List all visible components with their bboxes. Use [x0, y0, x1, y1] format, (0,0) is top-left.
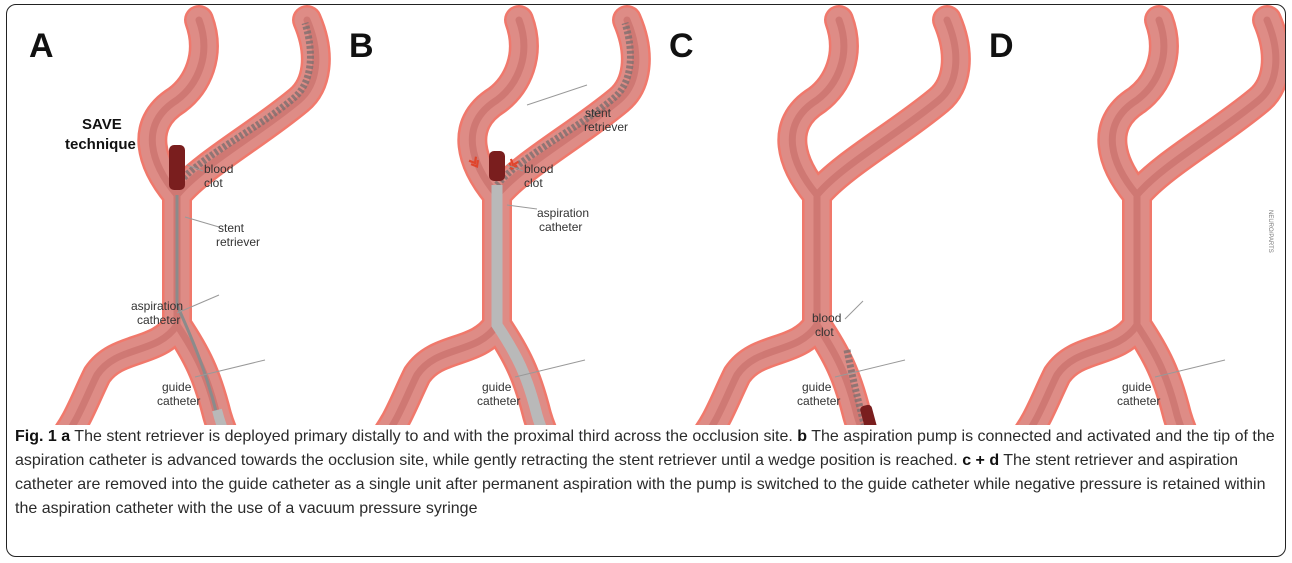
label-a-stent: stent	[218, 221, 245, 235]
caption-cd-label: c + d	[962, 452, 999, 469]
label-a-guide-catheter: catheter	[157, 394, 200, 408]
label-a-clot: clot	[204, 176, 223, 190]
label-c-guide-catheter: catheter	[797, 394, 840, 408]
panel-a: A SAVE technique blood clot	[7, 20, 316, 425]
panel-b-vessels	[301, 20, 636, 425]
label-b-aspiration: aspiration	[537, 206, 589, 220]
technique-label-1: SAVE	[82, 116, 122, 133]
caption-fig-label: Fig. 1	[15, 428, 57, 445]
label-c-clot: clot	[815, 325, 834, 339]
label-b-retriever: retriever	[584, 120, 628, 134]
label-b-guide: guide	[482, 380, 512, 394]
panel-d-letter: D	[989, 27, 1014, 65]
label-a-aspiration: aspiration	[131, 299, 183, 313]
label-a-blood: blood	[204, 162, 233, 176]
figure-frame: A SAVE technique blood clot	[6, 4, 1286, 557]
caption-b-label: b	[797, 428, 807, 445]
label-b-catheter: catheter	[539, 220, 582, 234]
label-a-guide: guide	[162, 380, 192, 394]
panel-c-vessels	[621, 20, 956, 425]
panel-d-vessels	[941, 20, 1276, 425]
figure-illustration: A SAVE technique blood clot	[7, 5, 1286, 425]
panel-d: D guide catheter	[941, 20, 1276, 425]
blood-clot-shape	[169, 145, 185, 190]
caption-a-text: The stent retriever is deployed primary …	[70, 428, 797, 445]
label-b-blood: blood	[524, 162, 553, 176]
label-b-guide-catheter: catheter	[477, 394, 520, 408]
label-a-catheter: catheter	[137, 313, 180, 327]
figure-caption: Fig. 1 a The stent retriever is deployed…	[15, 425, 1277, 521]
label-b-stent: stent	[585, 106, 612, 120]
panel-b: B stent retriever blood clot	[301, 20, 636, 425]
label-c-guide: guide	[802, 380, 832, 394]
panel-a-letter: A	[29, 27, 54, 65]
panel-a-vessels	[7, 20, 316, 425]
panel-c-letter: C	[669, 27, 694, 65]
label-c-blood: blood	[812, 311, 841, 325]
label-d-guide: guide	[1122, 380, 1152, 394]
technique-label-2: technique	[65, 136, 136, 153]
label-d-guide-catheter: catheter	[1117, 394, 1160, 408]
label-b-clot: clot	[524, 176, 543, 190]
caption-a-label: a	[61, 428, 70, 445]
panel-c: C blood clot guide catheter	[621, 20, 956, 425]
figure-panels: A SAVE technique blood clot	[7, 5, 1286, 425]
label-a-retriever: retriever	[216, 235, 260, 249]
illustration-credit: NEURO/PARTS	[1267, 210, 1273, 253]
panel-b-letter: B	[349, 27, 374, 65]
